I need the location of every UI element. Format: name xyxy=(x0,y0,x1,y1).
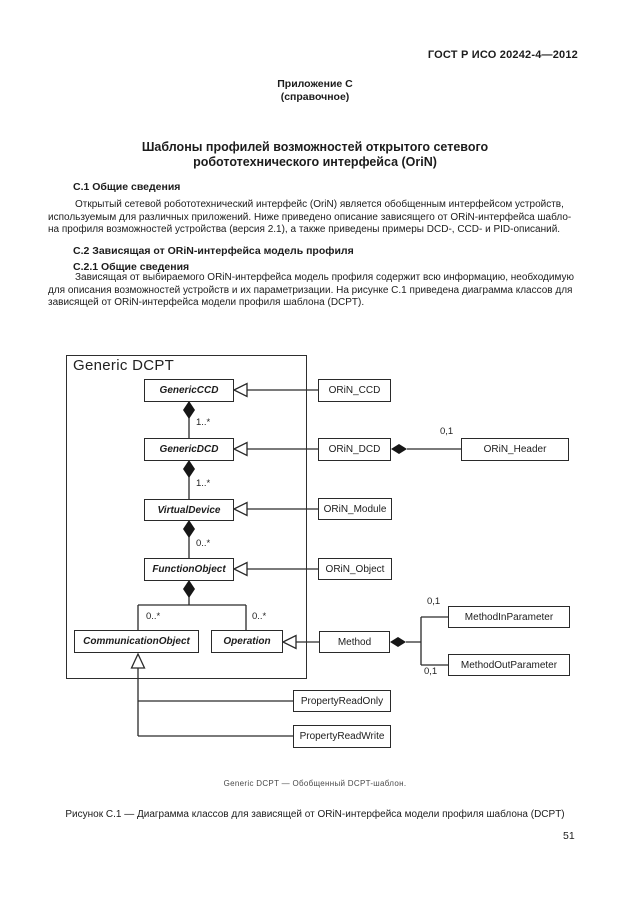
multiplicity-label: 0..* xyxy=(196,538,211,549)
class-box-orin-dcd: ORiN_DCD xyxy=(318,438,391,461)
paragraph-line: зависящей от ORiN-интерфейса модели проф… xyxy=(48,297,365,308)
multiplicity-label: 0..* xyxy=(252,611,267,622)
class-box-orin-header: ORiN_Header xyxy=(461,438,569,461)
diagram-frame xyxy=(66,355,307,679)
paragraph-line: используемым для различных приложений. Н… xyxy=(48,211,572,223)
section-heading-c2: С.2 Зависящая от ORiN-интерфейса модель … xyxy=(73,245,354,257)
multiplicity-label: 0,1 xyxy=(424,666,438,677)
class-box-orin-module: ORiN_Module xyxy=(318,498,392,520)
class-box-generic-ccd: GenericCCD xyxy=(144,379,234,402)
page-number: 51 xyxy=(563,830,575,842)
multiplicity-label: 1..* xyxy=(196,417,211,428)
legend-caption: Generic DCPT — Обобщенный DCPT-шаблон. xyxy=(223,779,407,788)
class-box-communication-object: CommunicationObject xyxy=(74,630,199,653)
annex-note: (справочное) xyxy=(280,91,350,103)
annex-heading: Приложение С (справочное) xyxy=(0,78,630,104)
class-box-property-read-write: PropertyReadWrite xyxy=(293,725,391,748)
class-box-method: Method xyxy=(319,631,390,653)
annex-label: Приложение С xyxy=(277,78,353,90)
class-box-function-object: FunctionObject xyxy=(144,558,234,581)
class-box-orin-object: ORiN_Object xyxy=(318,558,392,580)
class-box-method-in-parameter: MethodInParameter xyxy=(448,606,570,628)
class-box-method-out-parameter: MethodOutParameter xyxy=(448,654,570,676)
document-title-line1: Шаблоны профилей возможностей открытого … xyxy=(141,140,489,154)
document-title-line2: робототехнического интерфейса (OriN) xyxy=(193,155,437,169)
multiplicity-label: 1..* xyxy=(196,478,211,489)
figure-caption: Рисунок С.1 — Диаграмма классов для зави… xyxy=(65,809,565,820)
paragraph-c1: Открытый сетевой робототехнический интер… xyxy=(48,199,572,237)
class-box-orin-ccd: ORiN_CCD xyxy=(318,379,391,402)
multiplicity-label: 0..* xyxy=(146,611,161,622)
diagram-frame-title: Generic DCPT xyxy=(73,357,175,374)
paragraph-c21: Зависящая от выбираемого ORiN-интерфейса… xyxy=(48,272,574,310)
class-box-virtual-device: VirtualDevice xyxy=(144,499,234,521)
section-heading-c1: С.1 Общие сведения xyxy=(73,181,181,193)
paragraph-line: для описания возможностей устройств и их… xyxy=(48,284,573,296)
class-box-generic-dcd: GenericDCD xyxy=(144,438,234,461)
paragraph-line: Открытый сетевой робототехнический интер… xyxy=(75,199,564,210)
standard-reference: ГОСТ Р ИСО 20242-4—2012 xyxy=(427,49,578,61)
multiplicity-label: 0,1 xyxy=(427,596,441,607)
multiplicity-label: 0,1 xyxy=(440,426,454,437)
paragraph-line: на профиля возможностей устройства (верс… xyxy=(48,224,561,235)
document-title: Шаблоны профилей возможностей открытого … xyxy=(0,140,630,170)
class-box-property-read-only: PropertyReadOnly xyxy=(293,690,391,712)
section-heading-c21: С.2.1 Общие сведения xyxy=(73,261,190,273)
paragraph-line: Зависящая от выбираемого ORiN-интерфейса… xyxy=(75,272,574,283)
class-box-operation: Operation xyxy=(211,630,283,653)
